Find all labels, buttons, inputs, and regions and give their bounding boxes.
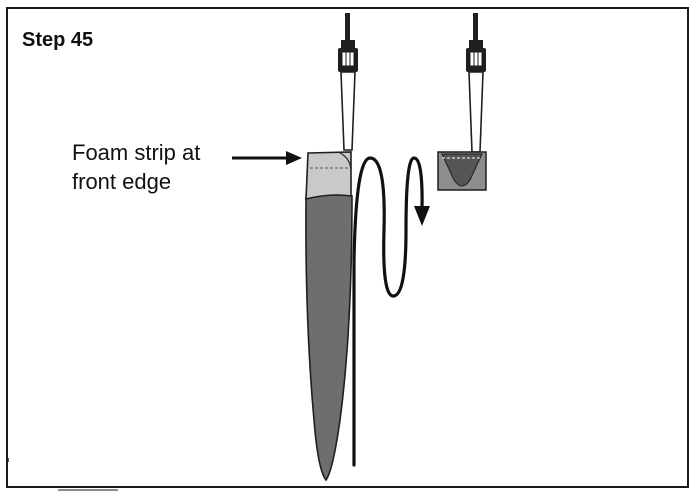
step-title: Step 45 — [22, 29, 94, 51]
arrow-right-icon — [232, 151, 302, 165]
callout-line-2: front edge — [72, 169, 172, 194]
blade-side-view — [305, 194, 353, 482]
callout-line-1: Foam strip at — [72, 140, 201, 165]
curved-arrow-down-icon — [352, 156, 430, 467]
foam-strip — [305, 151, 352, 201]
callout-label: Foam strip at front edge — [72, 138, 200, 196]
right-clamp-tool — [466, 13, 486, 153]
blade-section-end-view — [437, 151, 487, 191]
left-clamp-tool — [338, 13, 358, 151]
